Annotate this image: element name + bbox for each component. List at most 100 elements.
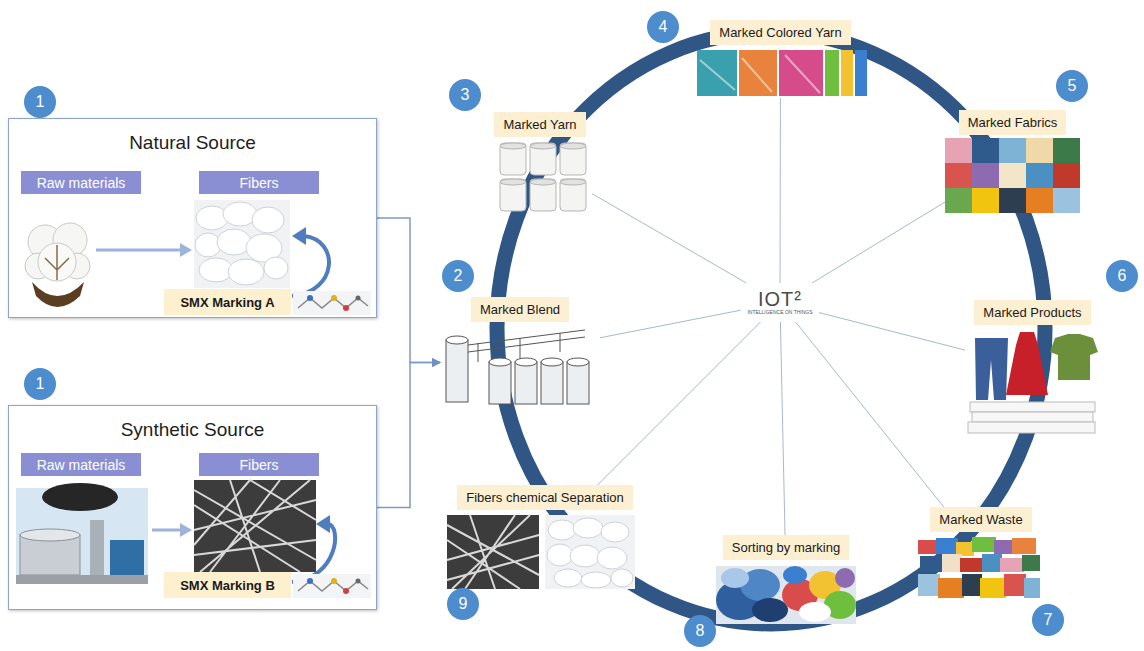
synthetic-fibers bbox=[194, 480, 316, 572]
fabric-patchwork bbox=[945, 188, 972, 213]
molecule-icon bbox=[307, 295, 313, 301]
stage-node: Marked Blend bbox=[440, 297, 600, 410]
oil-refinery bbox=[90, 520, 104, 575]
stage-label: Sorting by marking bbox=[723, 535, 849, 560]
separated-fibers bbox=[547, 544, 573, 566]
step-tag: Fibers bbox=[199, 171, 319, 194]
fabric-patchwork bbox=[972, 163, 999, 188]
separated-fibers bbox=[545, 515, 635, 589]
textile-waste bbox=[918, 574, 940, 596]
yarn-spools bbox=[530, 143, 556, 175]
sorted-piles bbox=[783, 566, 807, 584]
stage-label: Marked Products bbox=[974, 300, 1090, 325]
stage-label: Marked Yarn bbox=[494, 112, 585, 137]
natural-fibers bbox=[196, 206, 228, 230]
logo-tagline: INTELLIGENCE ON THINGS bbox=[747, 309, 812, 316]
callout-number: 1 bbox=[24, 368, 56, 400]
natural-fibers bbox=[194, 200, 290, 288]
stage-node: Sorting by marking bbox=[715, 535, 857, 625]
drawing-frame bbox=[567, 362, 589, 404]
drawing-frame bbox=[446, 336, 468, 344]
drawing-frame bbox=[468, 330, 585, 362]
yarn-spools bbox=[500, 179, 526, 211]
separated-fibers bbox=[447, 515, 539, 589]
marking-arrow bbox=[292, 227, 329, 296]
separated-fibers bbox=[573, 518, 603, 538]
drawing-frame bbox=[489, 362, 511, 404]
cotton-boll bbox=[32, 282, 84, 307]
callout-number: 6 bbox=[1106, 260, 1138, 292]
fabric-patchwork bbox=[945, 138, 972, 163]
hub-connector bbox=[812, 202, 945, 283]
stage-node: Marked Waste bbox=[917, 507, 1045, 600]
natural-fibers bbox=[228, 259, 264, 285]
logo-node: IOT²INTELLIGENCE ON THINGS bbox=[741, 283, 819, 322]
fabric-patchwork bbox=[999, 138, 1026, 163]
fabric-patchwork bbox=[1053, 163, 1080, 188]
hub-connector bbox=[819, 313, 965, 351]
tag-text: Raw materials bbox=[37, 175, 126, 191]
colored-yarn bbox=[700, 55, 820, 93]
molecule-icon bbox=[293, 574, 371, 598]
molecule-icon bbox=[307, 578, 313, 584]
process-arrow bbox=[152, 523, 192, 537]
colored-yarn bbox=[697, 50, 737, 96]
marking-text: SMX Marking B bbox=[180, 578, 275, 593]
process-arrow bbox=[96, 249, 182, 252]
sorted-piles bbox=[835, 568, 855, 588]
oil-refinery bbox=[20, 529, 80, 541]
drawing-frame bbox=[489, 358, 511, 366]
colored-yarn bbox=[841, 50, 853, 96]
sorted-piles bbox=[716, 566, 856, 624]
stage-label: Marked Fabrics bbox=[959, 110, 1067, 135]
fabric-patchwork bbox=[999, 188, 1026, 213]
fabric-patchwork bbox=[945, 163, 972, 188]
hub-connector bbox=[592, 194, 746, 283]
fabric-patchwork bbox=[1053, 188, 1080, 213]
marking-text: SMX Marking A bbox=[180, 295, 274, 310]
stage-node: Marked Fabrics bbox=[945, 110, 1080, 212]
clothing-products bbox=[970, 402, 1095, 412]
synthetic-fibers bbox=[194, 480, 316, 572]
yarn-spools bbox=[560, 179, 586, 211]
stage-label: Fibers chemical Separation bbox=[457, 485, 633, 510]
fabric-patchwork bbox=[999, 163, 1026, 188]
natural-fibers bbox=[194, 200, 290, 288]
marking-arrow bbox=[292, 524, 335, 582]
textile-waste bbox=[960, 558, 984, 572]
separated-fibers bbox=[548, 520, 576, 540]
textile-waste bbox=[918, 537, 1040, 598]
fabric-patchwork bbox=[1053, 138, 1080, 163]
stage-label: Marked Colored Yarn bbox=[710, 20, 850, 45]
natural-fibers bbox=[264, 257, 288, 279]
drawing-frame bbox=[515, 362, 537, 404]
cotton-boll bbox=[25, 223, 90, 307]
oil-refinery bbox=[16, 575, 148, 584]
textile-waste bbox=[1024, 578, 1040, 598]
callout-number: 4 bbox=[647, 11, 679, 43]
clothing-products bbox=[1006, 332, 1048, 395]
process-arrow bbox=[180, 243, 192, 257]
colored-yarn bbox=[855, 50, 867, 96]
synthetic-fibers bbox=[194, 480, 316, 572]
sorted-piles bbox=[721, 568, 749, 588]
marking-arrow bbox=[292, 515, 335, 582]
textile-waste bbox=[956, 542, 974, 556]
marking-box: SMX Marking A bbox=[164, 289, 291, 315]
drawing-frame bbox=[541, 362, 563, 404]
drawing-frame bbox=[567, 358, 589, 366]
source-box: Synthetic SourceRaw materialsFibersSMX M… bbox=[8, 405, 377, 610]
source-box: Natural SourceRaw materialsFibersSMX Mar… bbox=[8, 118, 377, 318]
tag-text: Fibers bbox=[240, 457, 279, 473]
logo-text: IOT² bbox=[758, 289, 802, 309]
stage-label: Marked Waste bbox=[930, 507, 1031, 532]
clothing-products bbox=[972, 412, 1093, 422]
fabric-patchwork bbox=[1026, 188, 1053, 213]
textile-waste bbox=[1022, 555, 1040, 571]
step-tag: Fibers bbox=[199, 453, 319, 476]
stage-label: Marked Blend bbox=[471, 297, 569, 322]
yarn-spools bbox=[530, 179, 556, 211]
separated-fibers bbox=[597, 547, 627, 569]
textile-waste bbox=[942, 554, 962, 572]
